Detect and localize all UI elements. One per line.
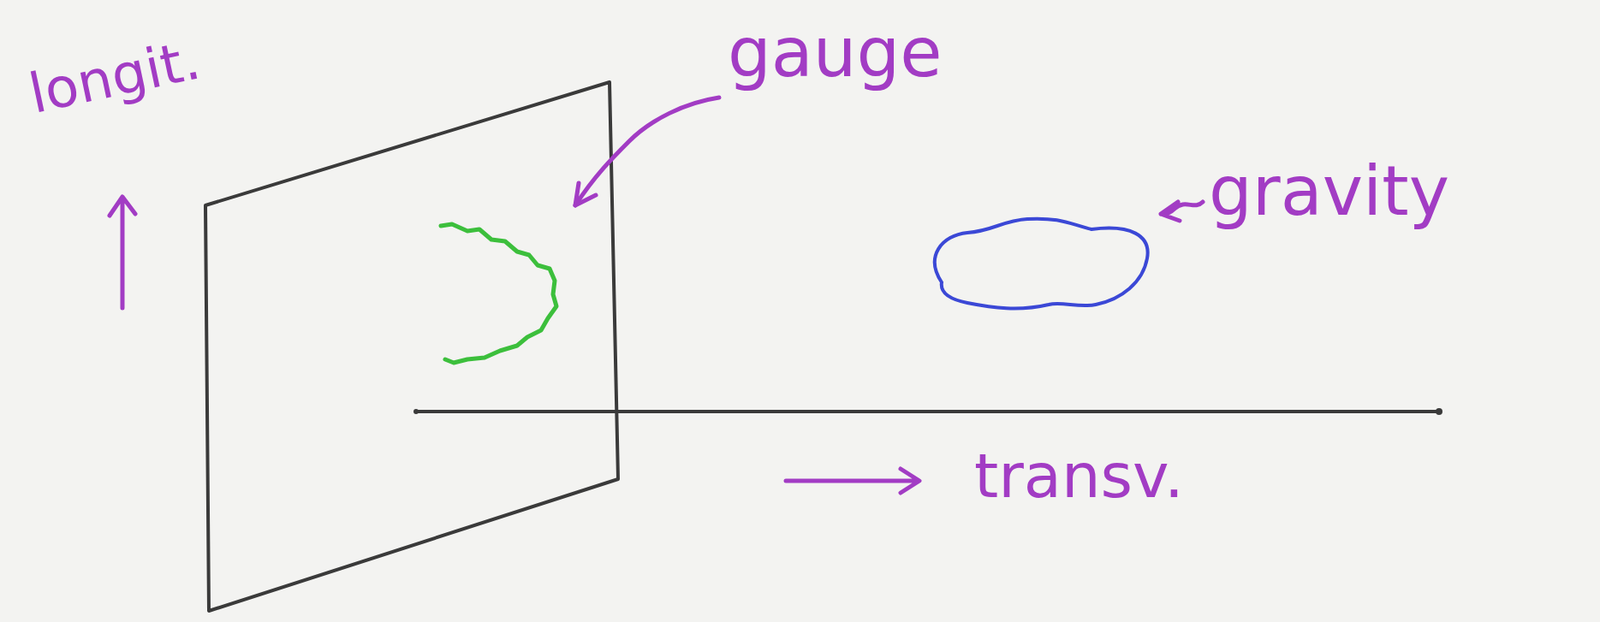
transverse-arrow xyxy=(785,469,920,494)
axis-label: longit. xyxy=(24,32,205,122)
axis-end xyxy=(1435,408,1443,416)
transverse-axis xyxy=(416,410,1440,414)
callout-label: gravity xyxy=(1208,157,1450,227)
leader-arrow xyxy=(1160,202,1203,221)
arrow-head xyxy=(575,183,596,206)
leader-arrow xyxy=(575,97,720,206)
brane-plane xyxy=(205,82,619,612)
callout-label: gauge xyxy=(727,18,943,88)
axis-end xyxy=(413,409,419,415)
axis-label: transv. xyxy=(974,445,1184,507)
closed-string xyxy=(934,219,1148,310)
longitudinal-arrow xyxy=(109,196,136,309)
open-string xyxy=(440,224,557,363)
